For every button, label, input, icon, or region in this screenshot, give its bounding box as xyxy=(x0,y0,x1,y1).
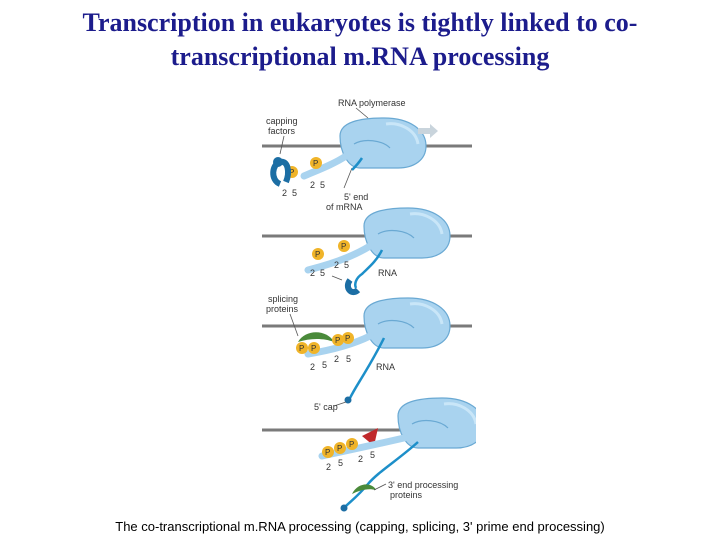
label-pointer xyxy=(343,167,353,189)
label-splicing-proteins: splicing xyxy=(268,294,298,304)
ctd-serine-label: 5 xyxy=(320,180,325,190)
slide-title: Transcription in eukaryotes is tightly l… xyxy=(10,6,710,74)
rna-strand xyxy=(354,249,384,289)
phosphate-icon xyxy=(338,240,350,252)
label-capping-factors: factors xyxy=(268,126,296,136)
rna-strand xyxy=(345,441,419,507)
five-prime-cap-icon xyxy=(344,396,352,404)
label-5-prime-end: 5' end xyxy=(344,192,368,202)
label-rna: RNA xyxy=(378,268,397,278)
ctd-serine-label: 5 xyxy=(346,354,351,364)
phosphate-label: P xyxy=(337,444,342,453)
phosphate-label: P xyxy=(349,440,354,449)
phosphate-label: P xyxy=(345,334,350,343)
ctd-serine-label: 5 xyxy=(292,188,297,198)
ctd-serine-label: 5 xyxy=(322,360,327,370)
ctd-serine-label: 2 xyxy=(310,180,315,190)
phosphate-icon xyxy=(310,157,322,169)
phosphate-label: P xyxy=(311,344,316,353)
capping-factor-shape xyxy=(273,157,283,167)
capping-factor-shape xyxy=(344,278,361,296)
ctd-serine-label: 5 xyxy=(344,260,349,270)
label-rna: RNA xyxy=(376,362,395,372)
phosphate-icon xyxy=(312,248,324,260)
phosphate-label: P xyxy=(313,159,318,168)
phosphate-label: P xyxy=(299,344,304,353)
ctd-serine-label: 2 xyxy=(334,260,339,270)
phosphate-icon xyxy=(334,442,346,454)
rna-strand xyxy=(348,337,386,399)
phosphate-label: P xyxy=(315,250,320,259)
end-processing-protein-shape xyxy=(352,484,376,494)
label-pointer xyxy=(333,401,347,407)
splicing-protein-shape xyxy=(298,332,334,342)
panel-2-rna-elongation: P P 2 5 2 5 RNA xyxy=(262,206,472,296)
phosphate-icon xyxy=(346,438,358,450)
figure-caption: The co-transcriptional m.RNA processing … xyxy=(115,519,605,534)
phosphate-icon xyxy=(308,342,320,354)
ctd-serine-label: 2 xyxy=(282,188,287,198)
phosphate-icon xyxy=(332,334,344,346)
rna-polymerase-shape xyxy=(396,396,476,450)
slide-title-line-1: Transcription in eukaryotes is tightly l… xyxy=(82,8,638,37)
ctd-serine-label: 2 xyxy=(358,454,363,464)
label-capping-factors: capping xyxy=(266,116,298,126)
phosphate-icon xyxy=(342,332,354,344)
polymerase-ctd-tail xyxy=(304,242,374,274)
ctd-serine-label: 2 xyxy=(334,354,339,364)
panel-4-3-prime-end-processing: P P P 2 5 2 5 3' end processing proteins xyxy=(262,396,476,512)
label-pointer xyxy=(331,275,343,281)
five-prime-cap-icon xyxy=(340,504,348,512)
label-rna-polymerase: RNA polymerase xyxy=(338,98,406,108)
label-pointer xyxy=(355,107,369,119)
ctd-serine-label: 5 xyxy=(370,450,375,460)
label-5-prime-end: of mRNA xyxy=(326,202,363,212)
label-3-prime-end-processing: 3' end processing xyxy=(388,480,458,490)
rna-polymerase-shape xyxy=(362,206,452,260)
rna-polymerase-shape xyxy=(362,296,452,350)
ctd-serine-label: 5 xyxy=(320,268,325,278)
transcription-diagram: P P 2 5 2 5 RNA polymerase capping facto… xyxy=(262,98,476,512)
panel-3-splicing: P P P P 2 5 2 5 splicing proteins RNA 5'… xyxy=(262,294,472,412)
ctd-serine-label: 5 xyxy=(338,458,343,468)
phosphate-icon xyxy=(322,446,334,458)
label-splicing-proteins: proteins xyxy=(266,304,299,314)
phosphate-icon xyxy=(296,342,308,354)
slide-title-line-2: transcriptional m.RNA processing xyxy=(170,42,550,71)
label-3-prime-end-processing: proteins xyxy=(390,490,423,500)
rna-strand xyxy=(351,157,364,171)
label-pointer xyxy=(373,483,387,491)
label-pointer xyxy=(279,135,285,155)
phosphate-label: P xyxy=(341,242,346,251)
label-pointer xyxy=(289,313,299,337)
ctd-serine-label: 2 xyxy=(326,462,331,472)
ctd-serine-label: 2 xyxy=(310,362,315,372)
direction-arrow-icon xyxy=(418,124,438,138)
ctd-serine-label: 2 xyxy=(310,268,315,278)
phosphate-label: P xyxy=(289,168,294,177)
phosphate-label: P xyxy=(325,448,330,457)
phosphate-label: P xyxy=(335,336,340,345)
label-5-prime-cap: 5' cap xyxy=(314,402,338,412)
panel-1-capping: P P 2 5 2 5 RNA polymerase capping facto… xyxy=(262,98,472,212)
polymerase-ctd-tail xyxy=(300,152,350,180)
rna-polymerase-shape xyxy=(338,116,428,170)
